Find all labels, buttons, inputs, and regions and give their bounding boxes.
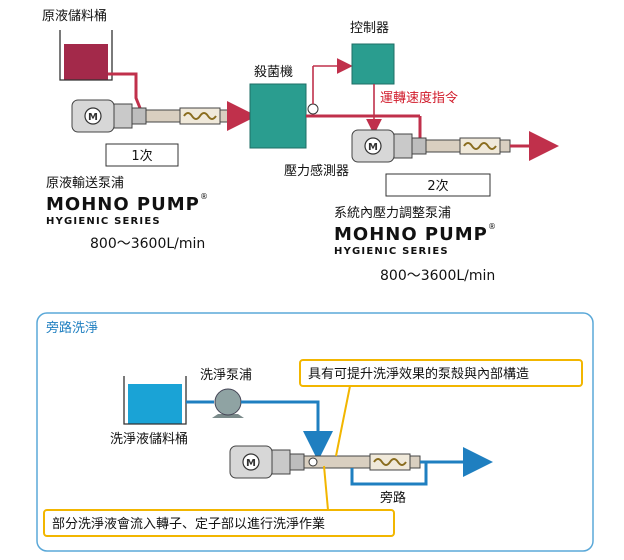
stage1-flow: 800～3600L/min xyxy=(90,236,205,252)
controller xyxy=(351,43,395,85)
motor-badge: M xyxy=(246,458,256,469)
pump-1: M xyxy=(71,99,231,133)
callout-top-text: 具有可提升洗淨效果的泵殼與內部構造 xyxy=(308,366,529,382)
stage1-tag: 1次 xyxy=(131,148,152,164)
stage1-series: HYGIENIC SERIES xyxy=(46,216,161,227)
stage2-brand: MOHNO PUMP xyxy=(334,224,488,245)
stage2-tag-box xyxy=(385,173,491,197)
bypass-label: 旁路 xyxy=(380,490,406,506)
bypass-loop-line xyxy=(350,462,428,486)
callout-top-box xyxy=(299,359,583,387)
controller-label: 控制器 xyxy=(350,21,389,36)
bypass-main-pump: M xyxy=(229,445,421,479)
stage2-flow: 800～3600L/min xyxy=(380,268,495,284)
raw-material-tank xyxy=(59,30,113,81)
speed-command-label: 運轉速度指令 xyxy=(380,90,458,106)
product-line-tank-to-pump xyxy=(108,72,142,109)
callout-bottom-box xyxy=(43,509,395,537)
raw-tank-label: 原液儲料桶 xyxy=(42,9,107,24)
pump-2: M xyxy=(351,129,511,163)
callout-bottom-text: 部分洗淨液會流入轉子、定子部以進行洗淨作業 xyxy=(52,516,325,532)
stage1-pump-name: 原液輸送泵浦 xyxy=(46,176,124,191)
callout-top-pointer xyxy=(335,385,351,457)
stage2-tag: 2次 xyxy=(427,178,448,194)
stage1-brand: MOHNO PUMP xyxy=(46,194,200,215)
pressure-sensor-label: 壓力感測器 xyxy=(284,163,349,179)
stage2-pump-name: 系統內壓力調整泵浦 xyxy=(334,206,451,221)
stage1-brand-mark: ® xyxy=(200,192,208,201)
wash-tank-label: 洗淨液儲料桶 xyxy=(110,432,188,447)
motor-badge: M xyxy=(368,142,378,153)
motor-icon xyxy=(84,107,102,125)
motor-icon xyxy=(364,137,382,155)
sterilizer-label: 殺菌機 xyxy=(254,65,293,80)
bypass-title: 旁路洗淨 xyxy=(46,320,98,336)
pressure-sensor-icon xyxy=(307,103,319,115)
stage1-tag-box xyxy=(105,143,179,167)
stage2-series: HYGIENIC SERIES xyxy=(334,246,449,257)
motor-icon xyxy=(242,453,260,471)
callout-bottom-pointer xyxy=(323,465,329,511)
wash-pump-label: 洗淨泵浦 xyxy=(200,368,252,383)
stage2-brand-mark: ® xyxy=(488,222,496,231)
sterilizer xyxy=(249,83,307,149)
wash-tank xyxy=(123,376,187,425)
motor-badge: M xyxy=(88,112,98,123)
